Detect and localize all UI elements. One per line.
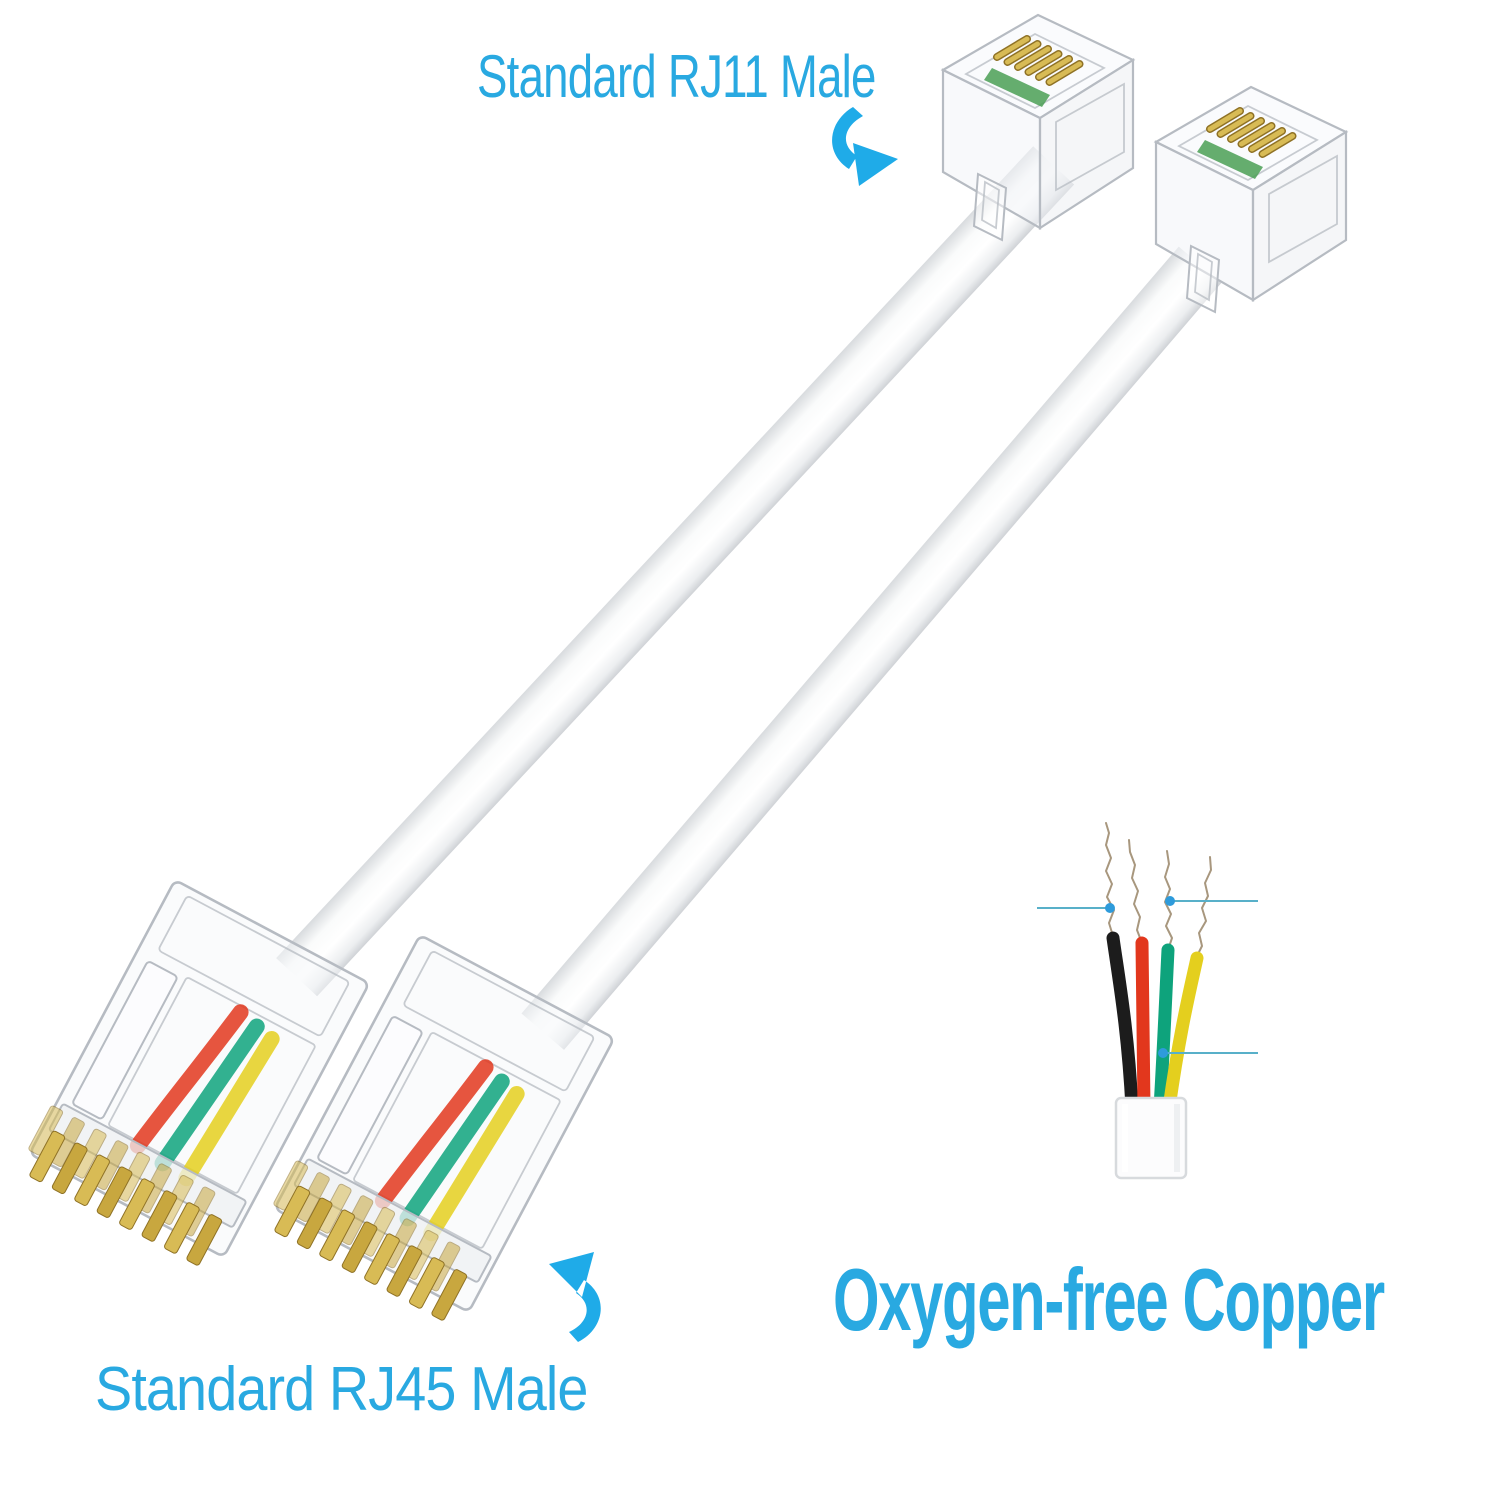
callout-dot-2 [1165,896,1175,906]
rj11-label: Standard RJ11 Male [477,43,876,110]
copper-strand-1 [1105,822,1115,937]
rj11-connector-1 [943,15,1133,240]
cable-1 [276,146,1075,997]
wire-yellow [1162,951,1204,1115]
stripped-cable-diagram [1037,822,1258,1180]
copper-strand-4 [1195,856,1212,959]
rj45-label: Standard RJ45 Male [95,1355,588,1424]
wire-green [1153,943,1175,1115]
cable-jacket [1114,1096,1188,1180]
rj45-arrow-icon [549,1252,601,1342]
callout-dot-3 [1158,1048,1168,1058]
copper-strand-3 [1164,850,1173,951]
rj11-arrow-icon [832,107,898,186]
cable-2 [521,246,1222,1050]
wire-red [1135,936,1151,1115]
copper-strand-2 [1128,839,1143,944]
wire-black [1106,931,1139,1115]
callout-dot-1 [1105,903,1115,913]
copper-label: Oxygen-free Copper [833,1250,1385,1349]
